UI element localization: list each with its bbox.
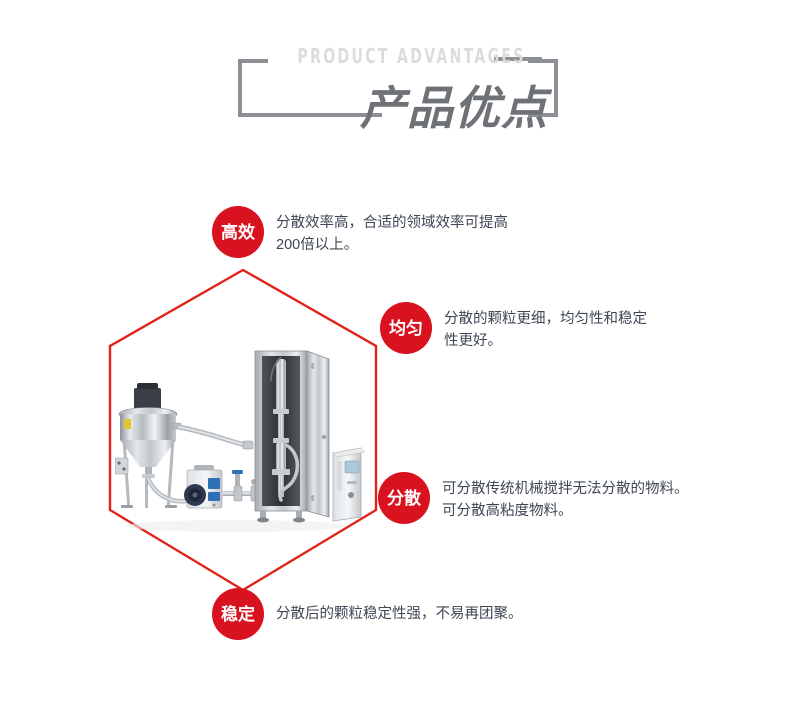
page-title-english: PRODUCT ADVANTAGES: [297, 44, 526, 68]
feature-item-junyun: 均匀 分散的颗粒更细，均匀性和稳定 性更好。: [380, 302, 674, 354]
feature-badge-wending: 稳定: [212, 588, 264, 640]
product-photo: [114, 345, 366, 540]
feature-badge-junyun: 均匀: [380, 302, 432, 354]
page-header: PRODUCT ADVANTAGES 产品优点: [0, 0, 790, 170]
feature-item-fensan: 分散 可分散传统机械搅拌无法分散的物料。 可分散高粘度物料。: [378, 472, 717, 524]
feature-text-junyun: 分散的颗粒更细，均匀性和稳定 性更好。: [444, 311, 647, 349]
feature-badge-gaoxiao: 高效: [212, 206, 264, 258]
header-bracket-left: [238, 59, 268, 117]
page-title-chinese: 产品优点: [360, 82, 548, 134]
header-rule-top-right: [494, 57, 542, 61]
header-bracket-right: [528, 59, 558, 117]
feature-text-wending: 分散后的颗粒稳定性强，不易再团聚。: [276, 606, 523, 622]
feature-item-wending: 稳定 分散后的颗粒稳定性强，不易再团聚。: [212, 588, 576, 640]
dispersion-equipment-illustration: [114, 350, 366, 532]
feature-text-gaoxiao: 分散效率高，合适的领域效率可提高 200倍以上。: [276, 215, 508, 253]
header-rule-bottom-left: [252, 113, 382, 117]
feature-text-fensan: 可分散传统机械搅拌无法分散的物料。 可分散高粘度物料。: [442, 481, 689, 519]
feature-item-gaoxiao: 高效 分散效率高，合适的领域效率可提高 200倍以上。: [212, 206, 546, 258]
feature-badge-fensan: 分散: [378, 472, 430, 524]
